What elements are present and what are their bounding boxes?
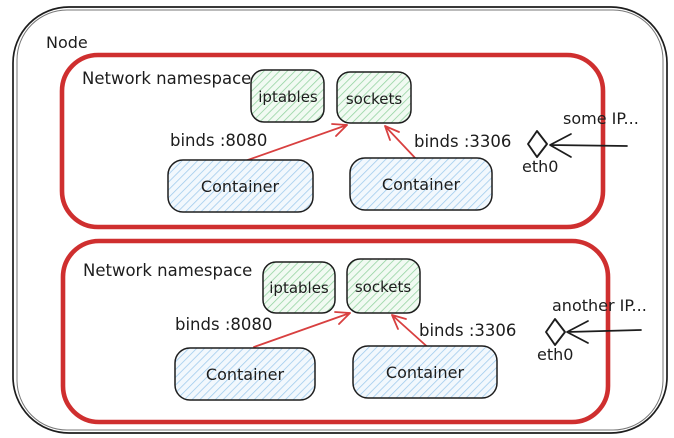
- bind-arrows-2: [253, 311, 433, 352]
- bind-3306-label-1: binds :3306: [414, 132, 511, 151]
- bind-8080-label-2: binds :8080: [175, 315, 272, 334]
- container-box-2a: Container: [174, 347, 316, 401]
- container-box-2b: Container: [352, 345, 498, 399]
- ip-label-2: another IP...: [552, 296, 647, 315]
- arrow-left-container-to-sockets-2: [253, 311, 351, 348]
- namespace-label-2: Network namespace: [83, 261, 252, 280]
- container-box-1b: Container: [349, 157, 493, 211]
- sockets-label-2: sockets: [355, 278, 412, 296]
- bind-3306-label-2: binds :3306: [419, 321, 516, 340]
- network-namespace-1: Network namespace iptables sockets binds…: [59, 52, 639, 230]
- ip-label-1: some IP...: [563, 109, 639, 128]
- eth0-label-1: eth0: [522, 157, 558, 176]
- iptables-box-2: iptables: [262, 261, 336, 314]
- eth0-label-2: eth0: [537, 345, 573, 364]
- bind-arrows-1: [244, 123, 419, 162]
- container-label-2b: Container: [386, 363, 465, 382]
- container-box-1a: Container: [167, 159, 314, 213]
- node-box: Node: [12, 6, 668, 434]
- container-label-1b: Container: [382, 175, 461, 194]
- arrow-right-container-to-sockets-2: [391, 314, 433, 352]
- namespace-border-1: [59, 52, 606, 230]
- container-label-2a: Container: [206, 365, 285, 384]
- iptables-label-1: iptables: [258, 88, 318, 106]
- iptables-label-2: iptables: [269, 279, 329, 297]
- arrow-left-container-to-sockets-1: [244, 123, 348, 162]
- arrow-right-container-to-sockets-1: [384, 125, 419, 162]
- container-label-1a: Container: [201, 177, 280, 196]
- bind-8080-label-1: binds :8080: [170, 131, 267, 150]
- eth0-diamond-icon-2: [545, 318, 566, 346]
- namespace-label-1: Network namespace: [82, 69, 251, 88]
- ip-arrow-icon-2: [566, 320, 642, 344]
- ip-arrow-icon-1: [549, 133, 628, 158]
- iptables-box-1: iptables: [250, 69, 325, 123]
- network-namespace-2: Network namespace iptables sockets binds…: [60, 238, 647, 425]
- sockets-box-1: sockets: [336, 71, 412, 124]
- sockets-label-1: sockets: [346, 90, 403, 108]
- sockets-box-2: sockets: [346, 258, 421, 314]
- node-label: Node: [46, 33, 88, 52]
- eth0-diamond-icon-1: [527, 130, 548, 158]
